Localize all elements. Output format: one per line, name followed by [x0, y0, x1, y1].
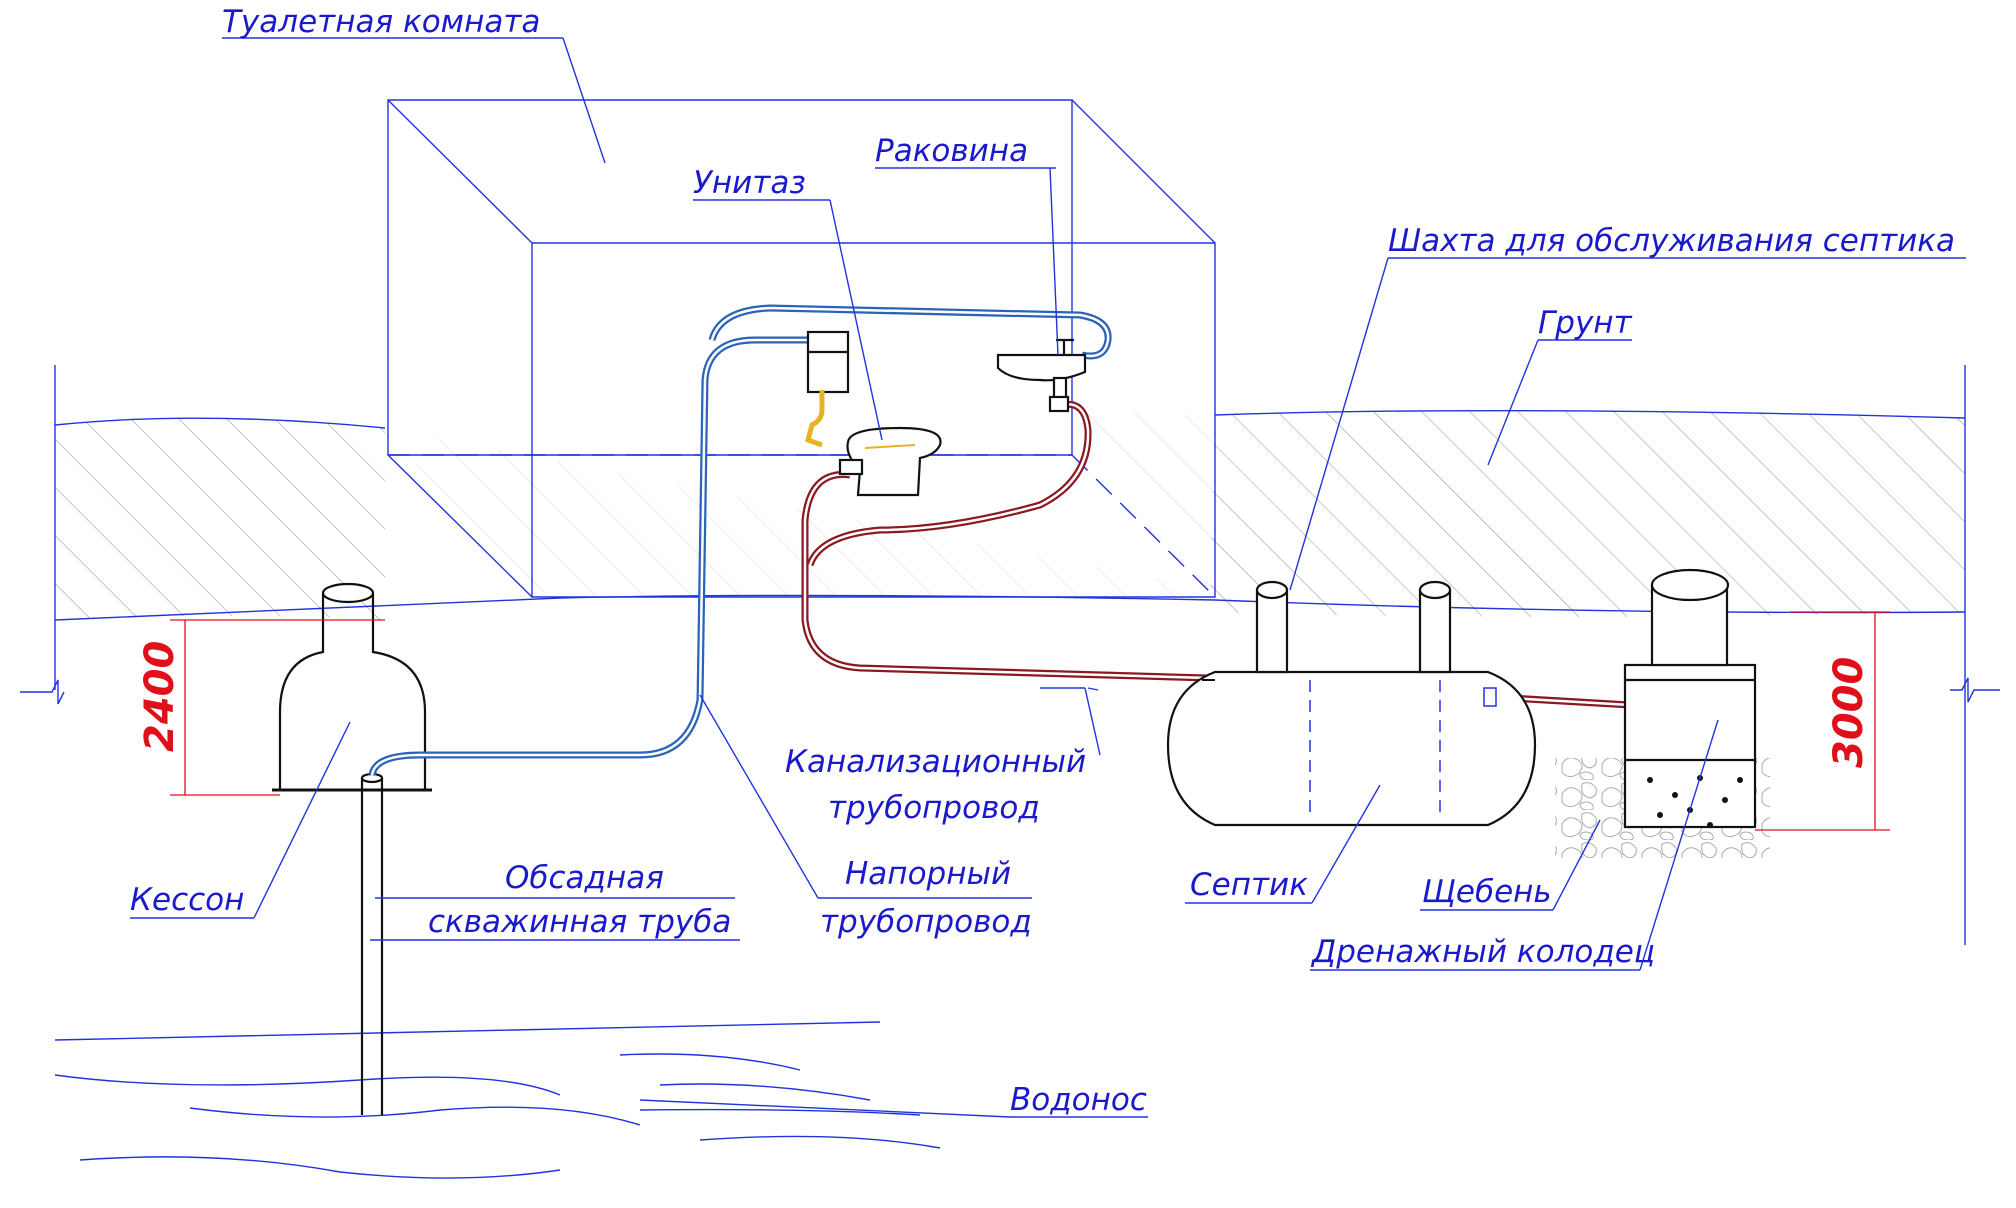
- label-aquifer: Водонос: [1010, 1082, 1147, 1118]
- label-casing-2: скважинная труба: [428, 904, 731, 940]
- label-pressure-pipe-2: трубопровод: [820, 904, 1032, 940]
- label-caisson: Кессон: [130, 882, 244, 918]
- label-pressure-pipe-1: Напорный: [845, 856, 1011, 892]
- label-sewer-pipe-2: трубопровод: [828, 790, 1040, 826]
- dimension-well-depth: 3000: [1826, 657, 1872, 768]
- label-septic: Септик: [1190, 867, 1308, 903]
- casing-pipe: [360, 772, 384, 1115]
- label-casing-1: Обсадная: [505, 860, 664, 896]
- toilet-room-box: [387, 99, 1216, 598]
- soil-layer: [20, 365, 2000, 945]
- label-toilet: Унитаз: [693, 165, 806, 201]
- caisson: [272, 582, 432, 792]
- drainage-well: [1555, 568, 1770, 858]
- label-toilet-room: Туалетная комната: [222, 4, 540, 40]
- leader-lines: [130, 37, 1966, 1118]
- label-sewer-pipe-1: Канализационный: [785, 744, 1086, 780]
- label-drainage-well: Дренажный колодец: [1310, 934, 1655, 970]
- septic-tank: [1166, 670, 1537, 827]
- label-soil: Грунт: [1538, 305, 1633, 341]
- dimension-lines: [170, 611, 1890, 831]
- sewer-pipe: [801, 400, 1631, 709]
- dimension-caisson-depth: 2400: [137, 641, 183, 752]
- label-gravel: Щебень: [1422, 874, 1552, 910]
- aquifer-waves: [54, 1021, 941, 1179]
- label-septic-shaft: Шахта для обслуживания септика: [1388, 223, 1955, 259]
- septic-shafts: [1255, 580, 1452, 674]
- toilet-fixture: [804, 330, 942, 497]
- label-sink: Раковина: [875, 133, 1028, 169]
- sink-fixture: [996, 338, 1087, 413]
- pressure-pipe: [368, 304, 1112, 776]
